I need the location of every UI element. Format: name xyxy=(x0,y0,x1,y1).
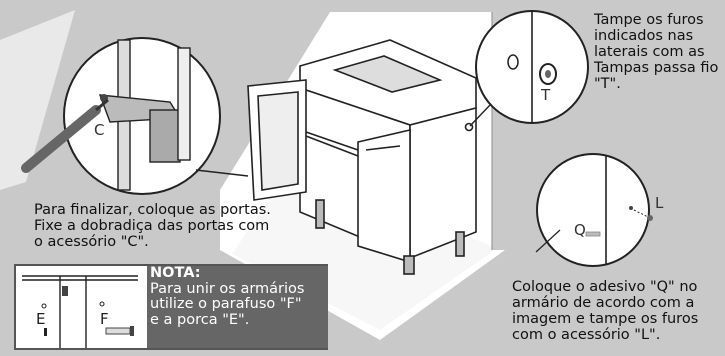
hinge-detail xyxy=(21,37,249,195)
caption-sticker: Coloque o adesivo "Q" no armário de acor… xyxy=(512,279,699,343)
note-diagram: E F xyxy=(16,266,144,348)
label-e: E xyxy=(36,310,45,328)
cabinet-drawing xyxy=(247,12,493,275)
note-box: E F NOTA: Para unir os armários utilize … xyxy=(14,264,328,350)
label-l: L xyxy=(655,194,664,212)
sticker-detail xyxy=(535,153,653,267)
note-line: e a porca "E". xyxy=(150,311,250,328)
label-f: F xyxy=(100,310,109,328)
note-text-panel: NOTA: Para unir os armários utilize o pa… xyxy=(147,265,328,348)
label-c: C xyxy=(94,121,104,139)
hole-cap-detail xyxy=(469,10,589,127)
background-stroke xyxy=(0,10,75,190)
note-title: NOTA: xyxy=(150,265,201,281)
note-line: utilize o parafuso "F" xyxy=(150,296,302,312)
label-t: T xyxy=(540,86,551,104)
caption-finish-doors: Para finalizar, coloque as portas. Fixe … xyxy=(34,202,271,250)
note-line: Para unir os armários xyxy=(150,280,305,297)
caption-hole-caps: Tampe os furos indicados nas laterais co… xyxy=(594,12,719,92)
label-q: Q xyxy=(574,221,586,239)
